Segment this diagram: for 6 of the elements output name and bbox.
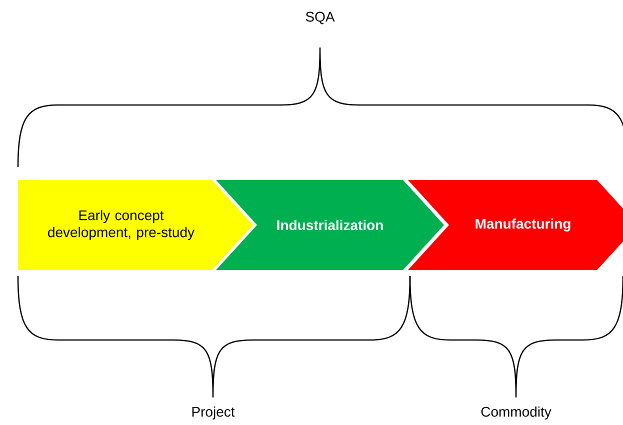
- brace-label: Commodity: [481, 406, 552, 420]
- brace-label: SQA: [306, 12, 335, 24]
- brace-label: Project: [192, 406, 235, 420]
- stage-band: Early concept development, pre-study: [18, 180, 253, 270]
- stage-band: Industrialization: [216, 180, 444, 270]
- stage-band: Manufacturing: [408, 180, 623, 270]
